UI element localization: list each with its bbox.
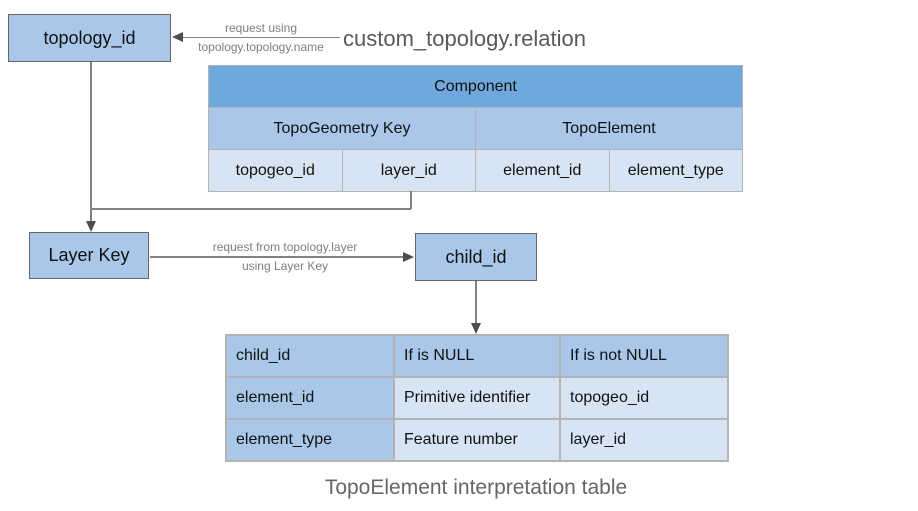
connector-layer-id-horizontal [90, 208, 411, 210]
component-table-group-row: TopoGeometry Key TopoElement [208, 107, 743, 150]
arrowhead-down-table-icon [471, 323, 481, 334]
interpretation-header-row: child_id If is NULL If is not NULL [225, 334, 729, 378]
edge-label-request-from-line1: request from topology.layer [212, 240, 358, 254]
column-cell-element-type: element_type [608, 149, 743, 192]
cell-topogeo-id: topogeo_id [559, 376, 729, 420]
node-child-id: child_id [415, 233, 537, 281]
interpretation-row-element-type: element_type Feature number layer_id [225, 418, 729, 462]
edge-label-request-using-line1: request using [224, 21, 298, 35]
interpretation-row-element-id: element_id Primitive identifier topogeo_… [225, 376, 729, 420]
component-table: Component TopoGeometry Key TopoElement t… [208, 65, 743, 192]
component-table-title-cell: Component [208, 65, 743, 108]
cell-element-id: element_id [225, 376, 395, 420]
column-cell-topogeo-id: topogeo_id [208, 149, 343, 192]
edge-label-request-from-line2: using Layer Key [241, 259, 329, 273]
node-layer-key: Layer Key [29, 232, 149, 279]
cell-if-is-null: If is NULL [393, 334, 561, 378]
node-child-id-label: child_id [445, 246, 507, 267]
connector-child-id-down [475, 281, 477, 326]
cell-primitive-identifier: Primitive identifier [393, 376, 561, 420]
cell-layer-id: layer_id [559, 418, 729, 462]
group-cell-topoelement: TopoElement [475, 107, 743, 150]
arrowhead-right-icon [403, 252, 414, 262]
diagram-caption: TopoElement interpretation table [324, 476, 628, 499]
arrowhead-down-layer-key-icon [86, 221, 96, 232]
group-cell-topogeometry-key: TopoGeometry Key [208, 107, 476, 150]
cell-element-type: element_type [225, 418, 395, 462]
interpretation-table: child_id If is NULL If is not NULL eleme… [225, 334, 729, 462]
node-topology-id-label: topology_id [43, 27, 136, 48]
column-cell-layer-id: layer_id [341, 149, 476, 192]
component-table-header-row: Component [208, 65, 743, 108]
node-topology-id: topology_id [8, 14, 171, 62]
component-table-columns-row: topogeo_id layer_id element_id element_t… [208, 149, 743, 192]
diagram-title: custom_topology.relation [343, 26, 586, 51]
edge-label-request-using-line2: topology.topology.name [198, 40, 324, 54]
connector-title-to-topology-id [183, 36, 340, 38]
column-cell-element-id: element_id [475, 149, 610, 192]
node-layer-key-label: Layer Key [48, 245, 130, 265]
cell-feature-number: Feature number [393, 418, 561, 462]
arrowhead-left-icon [172, 32, 183, 42]
connector-layer-key-to-child-id [150, 256, 404, 258]
cell-if-is-not-null: If is not NULL [559, 334, 729, 378]
cell-child-id: child_id [225, 334, 395, 378]
connector-topology-id-down [90, 62, 92, 229]
connector-layer-id-down [410, 191, 412, 209]
